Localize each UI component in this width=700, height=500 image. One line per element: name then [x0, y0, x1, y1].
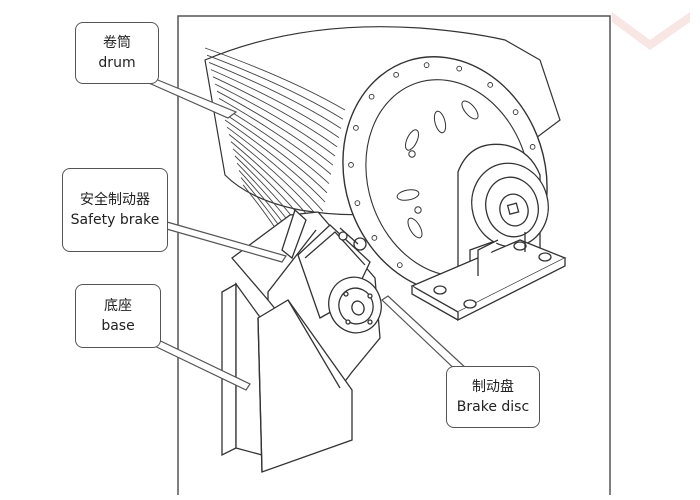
callout-drum: 卷筒 drum [75, 22, 159, 84]
callout-base: 底座 base [75, 284, 161, 348]
safety-brake-label-cn: 安全制动器 [80, 191, 150, 208]
bearing-block [410, 143, 567, 322]
safety-brake-label-en: Safety brake [70, 212, 160, 228]
disc-slots [396, 100, 479, 239]
image-frame [177, 15, 611, 495]
base [221, 281, 353, 473]
drum-label-cn: 卷筒 [103, 34, 131, 51]
leader-lines [140, 75, 469, 391]
base-plate-left [235, 281, 263, 456]
base-label-cn: 底座 [104, 297, 132, 314]
brake-disc-label-en: Brake disc [456, 399, 530, 415]
shaft-key [506, 202, 520, 215]
watermark-mark [612, 12, 690, 50]
callout-safety-brake: 安全制动器 Safety brake [62, 168, 168, 252]
callout-brake-disc: 制动盘 Brake disc [446, 366, 540, 428]
drum-label-en: drum [98, 55, 136, 71]
base-plate-back [221, 282, 237, 457]
base-label-en: base [101, 318, 135, 334]
brake-disc-label-cn: 制动盘 [472, 378, 514, 395]
brake-pin [353, 237, 367, 251]
